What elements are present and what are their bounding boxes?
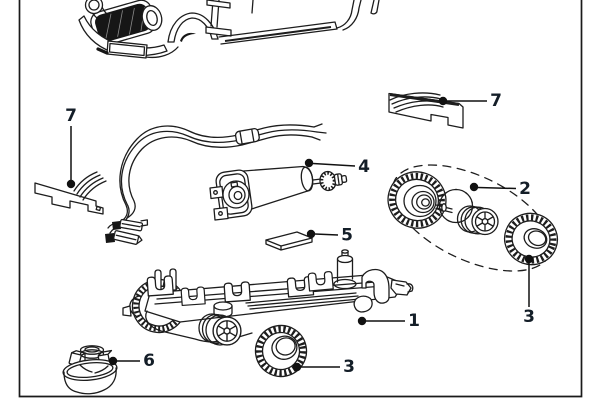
callout-label-7-left: 7 bbox=[65, 106, 77, 126]
braid-plate-left bbox=[34, 171, 107, 215]
callout-label-2: 2 bbox=[519, 179, 531, 199]
callout-1: 1 bbox=[357, 311, 420, 331]
wire-harness bbox=[105, 123, 327, 245]
chassis-hook bbox=[361, 268, 390, 304]
callout-label-4: 4 bbox=[358, 157, 370, 177]
magnet-plate bbox=[265, 231, 313, 251]
callout-4: 4 bbox=[304, 157, 370, 177]
callout-6: 6 bbox=[108, 351, 155, 371]
callout-label-3b: 3 bbox=[343, 357, 355, 377]
callout-2: 2 bbox=[469, 179, 531, 199]
callout-label-5: 5 bbox=[341, 226, 353, 246]
axle-hub-wheel bbox=[456, 205, 499, 236]
callout-5: 5 bbox=[306, 226, 353, 246]
page-border bbox=[18, 0, 583, 398]
callout-3-axle: 3 bbox=[523, 254, 535, 327]
rear-axle-assembly bbox=[387, 164, 559, 272]
callout-label-3: 3 bbox=[523, 307, 535, 327]
motor-part bbox=[209, 165, 348, 221]
callout-7-right: 7 bbox=[438, 91, 502, 111]
callout-label-7-right: 7 bbox=[490, 91, 502, 111]
guide-cup bbox=[62, 345, 118, 395]
chassis-front-wheel bbox=[198, 313, 242, 346]
car-body-art bbox=[78, 0, 380, 59]
callouts: 1 2 3 3 4 5 6 7 bbox=[65, 91, 535, 377]
callout-3-spare: 3 bbox=[292, 357, 355, 377]
callout-label-6: 6 bbox=[143, 351, 155, 371]
braid-plate-right bbox=[388, 92, 464, 129]
axle-tire bbox=[503, 212, 559, 266]
callout-label-1: 1 bbox=[408, 311, 420, 331]
spare-tire bbox=[254, 324, 308, 378]
callout-7-left: 7 bbox=[65, 106, 77, 189]
chassis bbox=[122, 249, 414, 346]
